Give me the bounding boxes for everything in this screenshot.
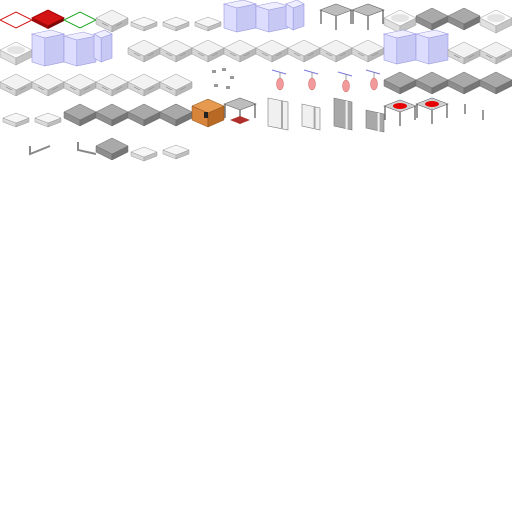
counter-corner xyxy=(0,41,33,66)
floor-tile-solid-red xyxy=(30,9,66,29)
dark-counter xyxy=(63,103,97,127)
counter-corner xyxy=(479,9,512,34)
small-post xyxy=(482,110,484,120)
counter-segment xyxy=(95,73,129,97)
counter-segment xyxy=(319,39,353,63)
counter-segment xyxy=(63,73,97,97)
steel-table xyxy=(223,97,257,124)
dark-counter xyxy=(415,7,449,31)
fridge-glass xyxy=(285,0,305,31)
fridge-glass xyxy=(254,1,290,33)
dark-counter xyxy=(95,103,129,127)
counter-segment xyxy=(191,39,225,63)
counter-thin xyxy=(2,112,30,128)
dark-counter xyxy=(127,103,161,127)
dark-counter xyxy=(159,103,193,127)
counter-corner xyxy=(383,9,417,34)
dark-counter xyxy=(447,7,481,31)
wall-panel xyxy=(301,103,321,131)
counter-segment xyxy=(287,39,321,63)
bracket-piece xyxy=(29,145,51,156)
bloody-table xyxy=(383,99,417,126)
wall-panel xyxy=(365,109,385,133)
fridge-glass xyxy=(414,29,450,65)
hanging-meat xyxy=(303,69,319,91)
fridge-glass xyxy=(30,29,66,67)
floor-tile-outline-green xyxy=(62,11,98,29)
counter-thin xyxy=(34,112,62,128)
dark-counter xyxy=(447,71,481,95)
dark-counter xyxy=(415,71,449,95)
bloody-table xyxy=(415,97,449,124)
counter-segment xyxy=(255,39,289,63)
counter-thin xyxy=(130,146,158,162)
counter-thin xyxy=(130,16,158,32)
counter-segment xyxy=(351,39,385,63)
steel-table xyxy=(351,3,385,30)
hanging-meat xyxy=(337,71,353,93)
counter-thin xyxy=(162,144,190,160)
counter-thin xyxy=(162,16,190,32)
hanging-meat xyxy=(365,69,381,91)
counter-segment xyxy=(159,73,193,97)
counter-segment xyxy=(95,9,129,33)
floor-tile-outline-red xyxy=(0,11,34,29)
counter-segment xyxy=(223,39,257,63)
dark-counter xyxy=(95,137,129,161)
counter-segment xyxy=(31,73,65,97)
counter-segment xyxy=(447,41,481,65)
fridge-glass xyxy=(382,29,418,65)
counter-segment xyxy=(0,73,33,97)
cardboard-box xyxy=(191,98,225,128)
dark-counter xyxy=(383,71,417,95)
steel-table xyxy=(319,3,353,30)
counter-segment xyxy=(159,39,193,63)
counter-segment xyxy=(127,39,161,63)
hanging-meat xyxy=(271,69,287,91)
red-tray xyxy=(230,116,250,124)
small-post xyxy=(464,104,466,114)
dark-counter xyxy=(479,71,512,95)
counter-thin xyxy=(194,16,222,32)
wall-panel xyxy=(333,97,353,131)
counter-segment xyxy=(127,73,161,97)
bracket-piece xyxy=(77,142,97,155)
fridge-glass xyxy=(93,29,113,63)
fridge-glass xyxy=(62,31,98,67)
debris xyxy=(212,68,234,89)
wall-panel xyxy=(267,97,289,131)
fridge-glass xyxy=(222,0,258,33)
counter-segment xyxy=(479,41,512,65)
